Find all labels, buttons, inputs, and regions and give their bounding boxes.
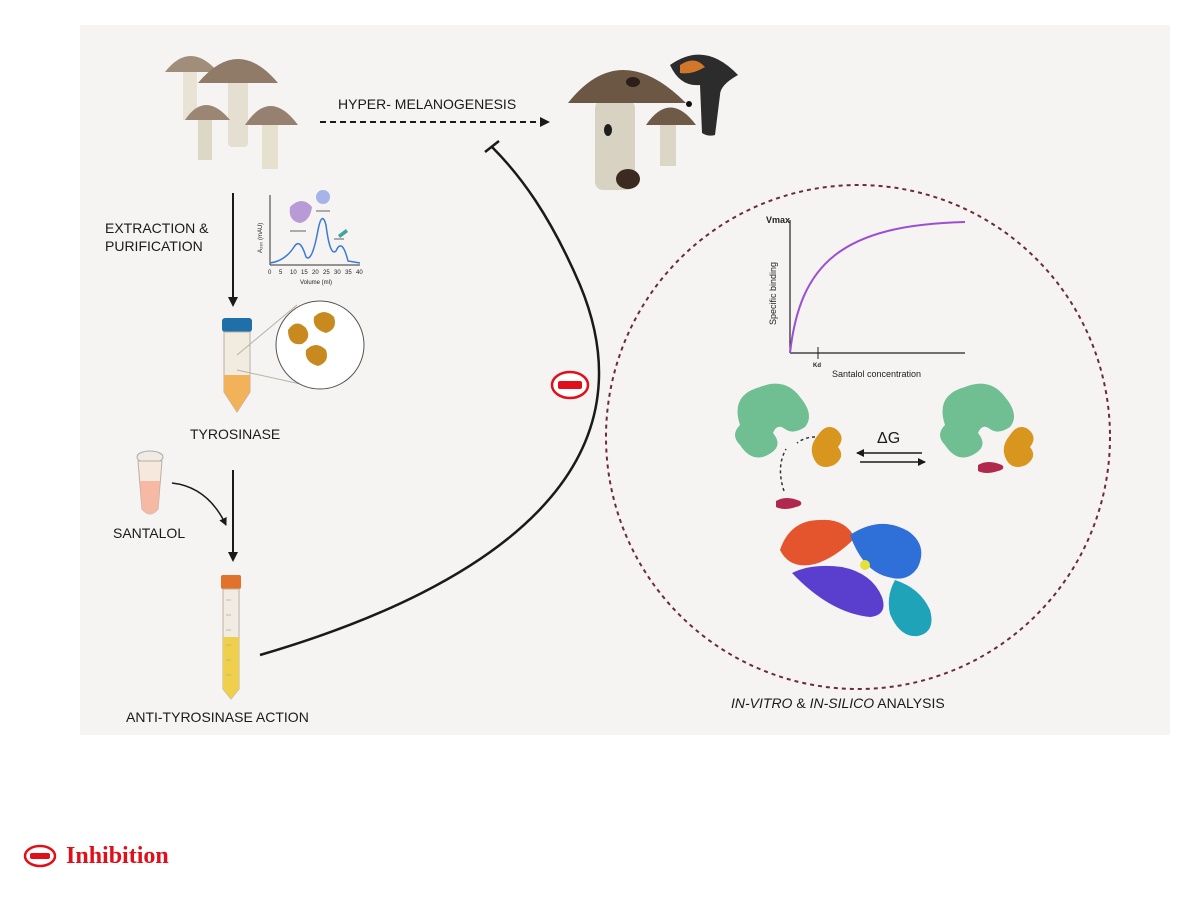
binding-xlabel: Santalol concentration	[832, 369, 921, 379]
chromatogram-xlabel: Volume (ml)	[300, 280, 332, 286]
binding-curve-chart: Vmax Specific binding Kd Santalol concen…	[766, 215, 966, 379]
binding-ylabel: Specific binding	[768, 262, 778, 325]
chromatogram-chart: A₂₈₀ (mAU) Volume (ml) 0 5 10 15 20 25 30 35 40	[258, 190, 363, 286]
extraction-label-line2: PURIFICATION	[105, 238, 203, 254]
binding-curve-line	[789, 221, 966, 354]
delta-g-label: ΔG	[877, 430, 900, 447]
analysis-label: IN-VITRO & IN-SILICO ANALYSIS	[731, 695, 945, 711]
inhibition-legend-icon	[23, 844, 57, 868]
chromatogram-xtick: 25	[323, 270, 330, 276]
chromatogram-xtick: 5	[279, 270, 283, 276]
extraction-label-line1: EXTRACTION &	[105, 220, 209, 236]
protein-bound-icon	[940, 383, 1034, 473]
tyrosinase-tube-icon	[222, 300, 365, 413]
chromatogram-xtick: 30	[334, 270, 341, 276]
anti-tyrosinase-label: ANTI-TYROSINASE ACTION	[126, 709, 309, 725]
chromatogram-xtick: 10	[290, 270, 297, 276]
binding-vmax-label: Vmax	[766, 215, 790, 225]
figure-panel: HYPER- MELANOGENESIS EXTRACTION & PURIFI…	[80, 25, 1170, 735]
chromatogram-xtick: 35	[345, 270, 352, 276]
browned-mushrooms-icon	[568, 54, 738, 190]
legend: Inhibition	[22, 838, 169, 874]
inhibition-legend-label: Inhibition	[66, 842, 169, 869]
santalol-label: SANTALOL	[113, 525, 185, 541]
diagram-canvas: HYPER- MELANOGENESIS EXTRACTION & PURIFI…	[105, 54, 1111, 725]
santalol-arrow	[171, 482, 227, 526]
inhibition-bar	[484, 140, 500, 153]
inhibition-curve	[259, 146, 601, 657]
protein-structure-icon	[780, 519, 932, 637]
hyper-melanogenesis-label: HYPER- MELANOGENESIS	[338, 96, 516, 112]
binding-kd-label: Kd	[813, 363, 821, 369]
healthy-mushrooms-icon	[165, 56, 298, 169]
santalol-tube-icon	[136, 450, 164, 515]
chromatogram-xtick: 20	[312, 270, 319, 276]
chromatogram-xtick: 40	[356, 270, 363, 276]
tyrosinase-label: TYROSINASE	[190, 426, 280, 442]
chromatogram-xtick: 15	[301, 270, 308, 276]
anti-tyrosinase-tube-icon	[221, 575, 241, 700]
inhibition-symbol-icon	[550, 370, 590, 400]
chromatogram-ylabel: A₂₈₀ (mAU)	[258, 223, 264, 253]
chromatogram-xtick: 0	[268, 270, 272, 276]
protein-unbound-icon	[735, 383, 842, 509]
chromatogram-xticks: 0 5 10 15 20 25 30 35 40	[268, 270, 363, 276]
analysis-circle	[605, 184, 1111, 690]
